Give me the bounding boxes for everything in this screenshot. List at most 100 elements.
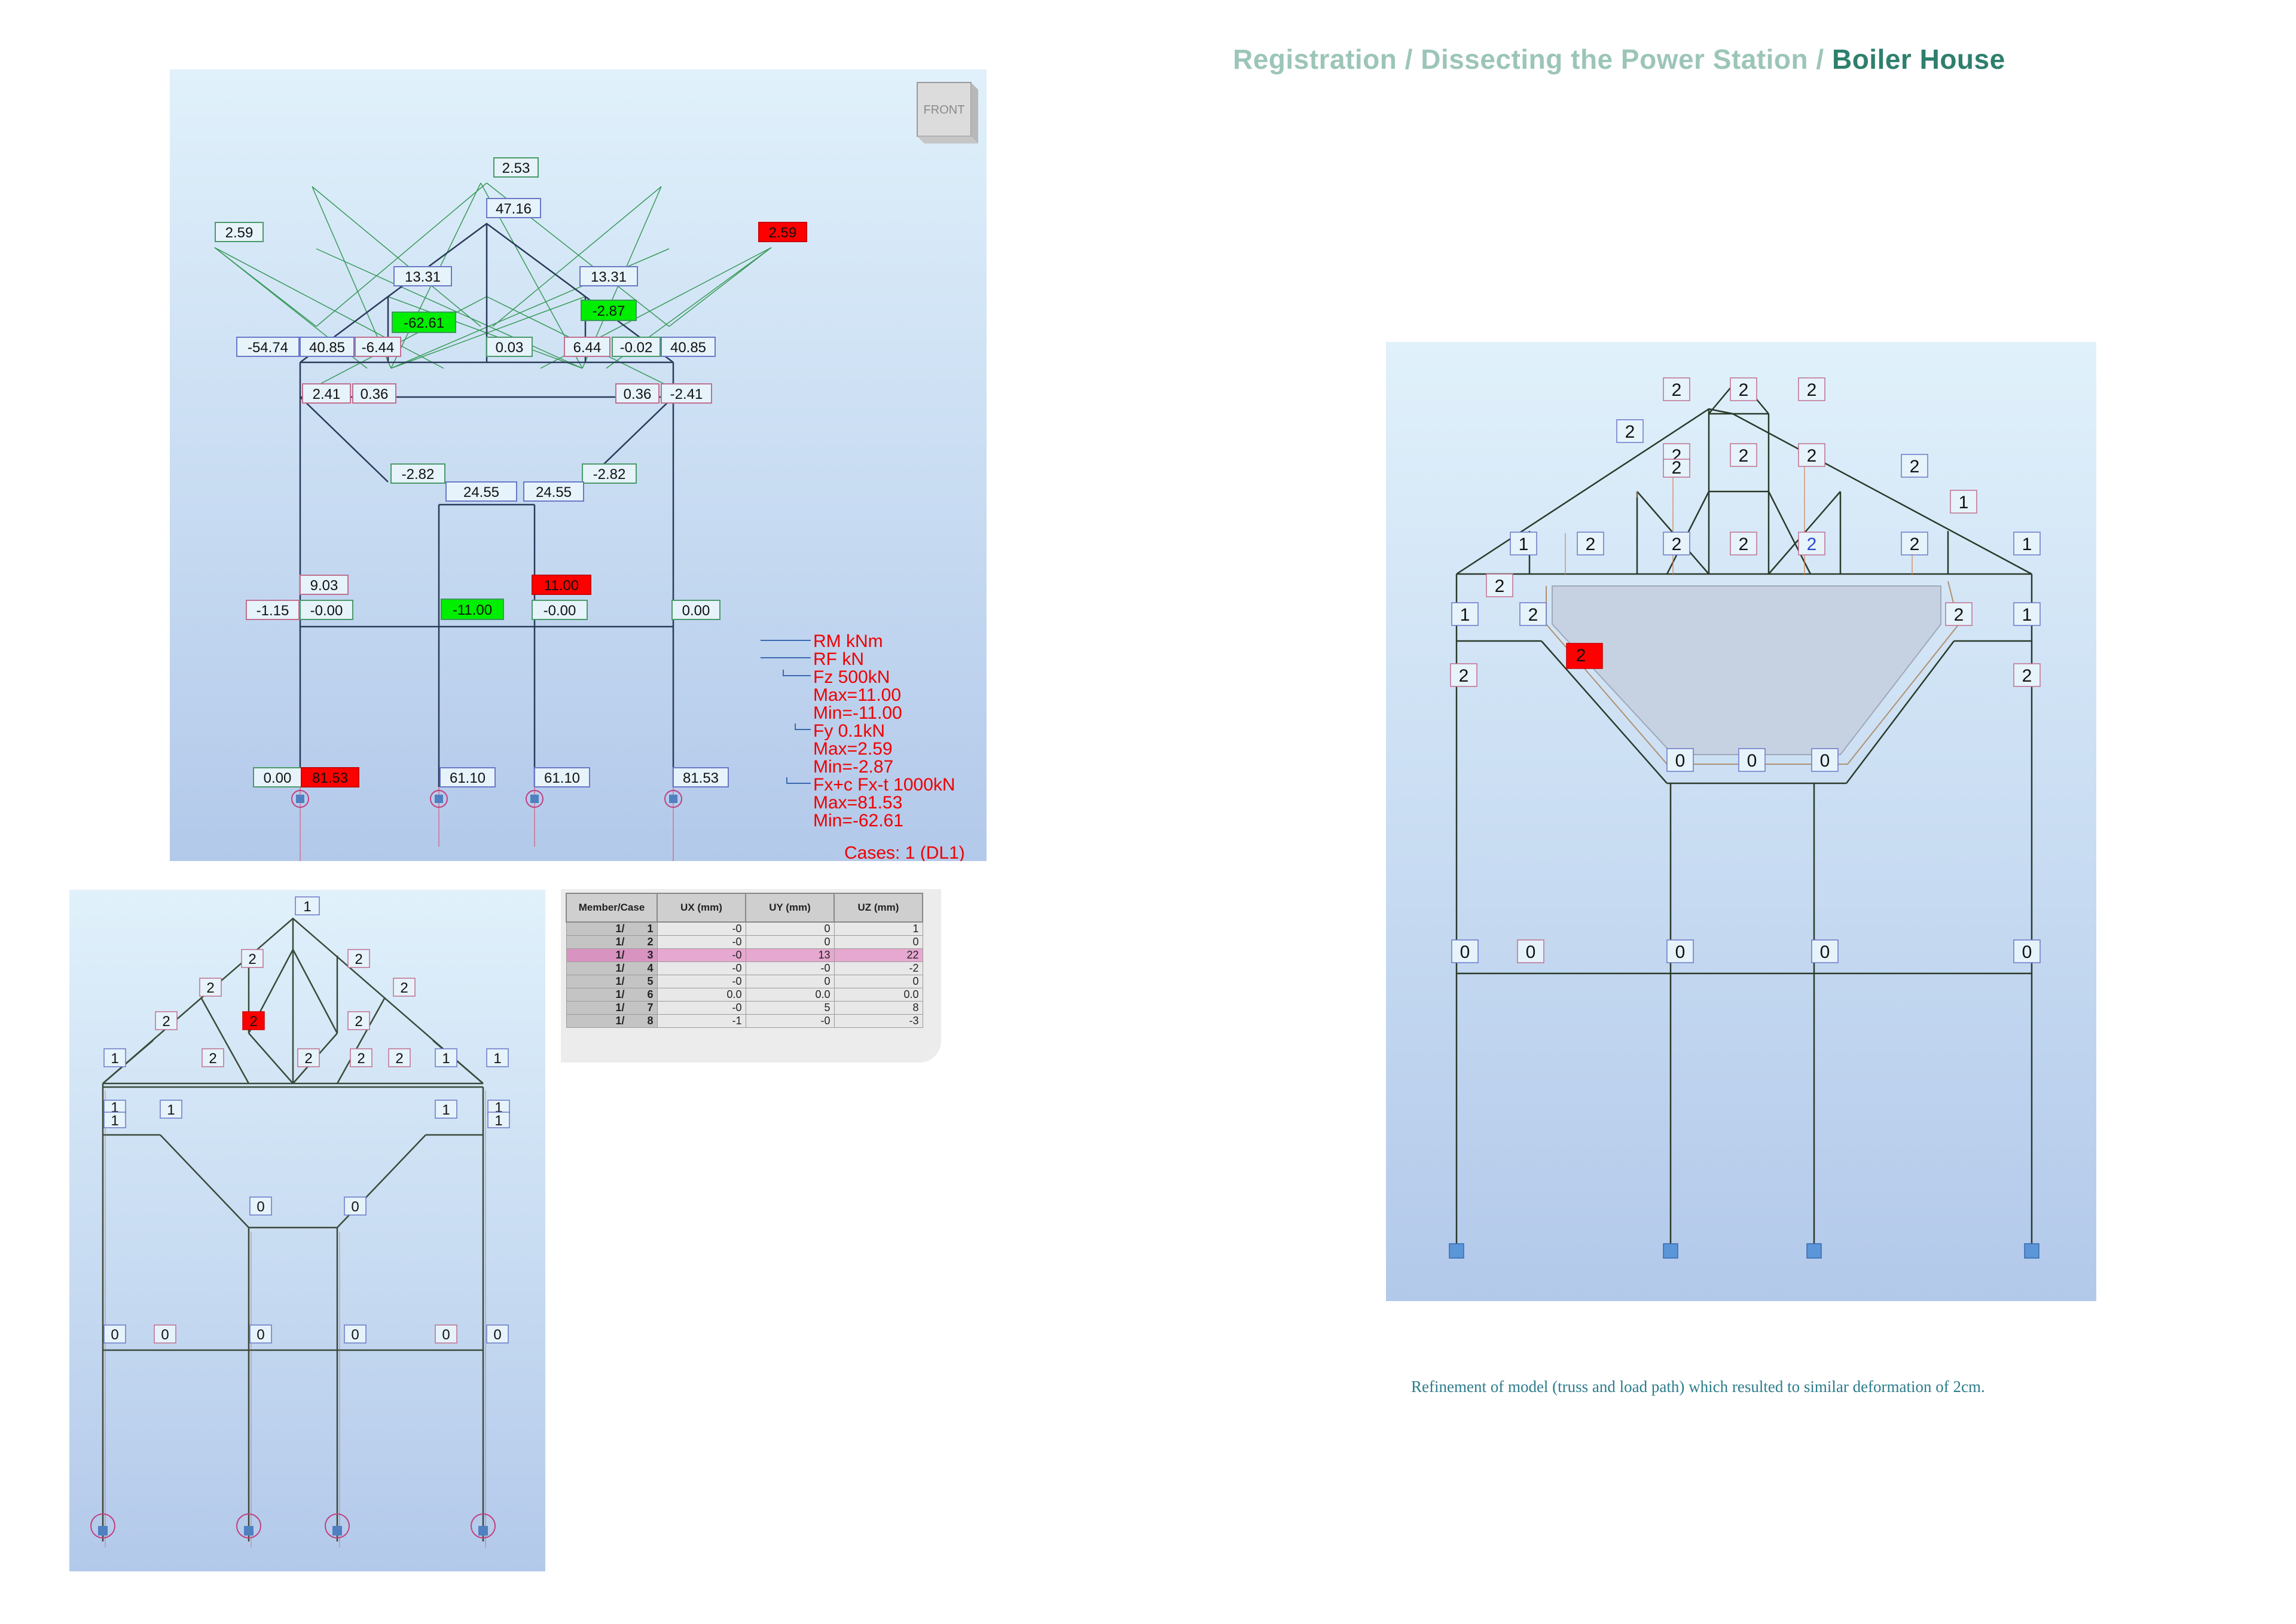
- uz-cell: 0: [833, 935, 923, 949]
- refined-label: 2: [1807, 380, 1817, 400]
- refined-model-diagram: 2 2 2 2 2 2 2 2 2 1 1 2 2 2 2 2 1 2 1 2 …: [1386, 342, 2096, 1301]
- table-row[interactable]: 1/4-0-0-2: [566, 961, 923, 975]
- member-case-cell: 1/2: [566, 935, 658, 949]
- refined-label: 0: [2022, 942, 2032, 962]
- refined-label: 0: [1747, 751, 1757, 771]
- disp-label: 2: [355, 1014, 362, 1030]
- refined-label: 1: [1959, 493, 1969, 512]
- uz-cell: 0: [833, 975, 923, 988]
- table-header[interactable]: UX (mm): [657, 893, 746, 923]
- force-label: -2.82: [402, 466, 435, 483]
- uy-cell: 0: [745, 935, 835, 949]
- figure-caption: Refinement of model (truss and load path…: [1411, 1378, 1985, 1396]
- uy-cell: -0: [745, 1014, 835, 1028]
- force-label: 0.36: [624, 386, 652, 402]
- supports: [1449, 1243, 2039, 1259]
- force-label: 61.10: [450, 770, 486, 786]
- uy-cell: -0: [745, 961, 835, 975]
- uy-cell: 5: [745, 1001, 835, 1015]
- force-label: -2.82: [593, 466, 626, 483]
- force-label: -0.00: [544, 603, 576, 619]
- force-label: 40.85: [309, 340, 345, 356]
- table-header[interactable]: Member/Case: [566, 893, 658, 923]
- disp-label: 2: [206, 980, 214, 996]
- refined-label: 0: [1675, 751, 1686, 771]
- disp-label: 2: [395, 1051, 403, 1067]
- uz-cell: 0.0: [833, 988, 923, 1002]
- table-row[interactable]: 1/8-1-0-3: [566, 1014, 923, 1028]
- disp-label: 1: [442, 1051, 450, 1067]
- refined-label: 2: [1672, 535, 1682, 554]
- disp-label: 1: [111, 1113, 118, 1129]
- uy-cell: 0: [745, 921, 835, 936]
- disp-label: 1: [167, 1102, 175, 1118]
- view-cube[interactable]: FRONT: [917, 82, 978, 144]
- force-label: -62.61: [404, 315, 444, 331]
- ux-cell: -1: [657, 1014, 746, 1028]
- force-label: 9.03: [310, 578, 338, 594]
- displacement-labels: 1 2 2 2 2 2 2 2 1 2 2 2 2 1 1 1 1 1 1 1 …: [103, 896, 510, 1344]
- legend-item: Min=-11.00: [813, 703, 902, 723]
- disp-label: 0: [493, 1327, 501, 1343]
- force-label: 2.53: [502, 160, 530, 176]
- force-label: -0.00: [310, 603, 343, 619]
- legend-item: Fy 0.1kN: [813, 721, 885, 741]
- uz-cell: -3: [833, 1014, 923, 1028]
- disp-label: 2: [248, 951, 256, 967]
- force-diagram-panel: FRONT: [170, 69, 987, 861]
- refined-label: 1: [2022, 605, 2032, 625]
- disp-label: 0: [351, 1327, 359, 1343]
- table-header[interactable]: UZ (mm): [833, 893, 923, 923]
- uz-cell: 8: [833, 1001, 923, 1015]
- legend: RM kNm RF kN Fz 500kN Max=11.00 Min=-11.…: [761, 631, 965, 861]
- member-case-cell: 1/4: [566, 961, 658, 975]
- force-label: 13.31: [405, 269, 441, 285]
- force-labels: 2.53 47.16 2.59 2.59 13.31 13.31 -62.61 …: [215, 157, 807, 787]
- disp-label: 2: [355, 951, 362, 967]
- refined-labels: 2 2 2 2 2 2 2 2 2 1 1 2 2 2 2 2 1 2 1 2 …: [1450, 377, 2041, 963]
- breadcrumb-registration[interactable]: Registration: [1233, 44, 1397, 75]
- refined-label: 0: [1820, 942, 1830, 962]
- member-case-cell: 1/1: [566, 921, 658, 936]
- ux-cell: -0: [657, 961, 746, 975]
- supports: [291, 790, 682, 808]
- member-case-cell: 1/8: [566, 1014, 658, 1028]
- refined-label: 2: [1807, 535, 1817, 554]
- force-label: 11.00: [544, 578, 579, 594]
- force-label: 0.00: [682, 603, 710, 619]
- uy-cell: 13: [745, 948, 835, 962]
- refined-label: 2: [1910, 535, 1920, 554]
- disp-label: 1: [303, 899, 311, 915]
- displacement-diagram: 1 2 2 2 2 2 2 2 1 2 2 2 2 1 1 1 1 1 1 1 …: [69, 890, 545, 1571]
- refined-label: 0: [1820, 751, 1830, 771]
- refined-label: 0: [1460, 942, 1470, 962]
- legend-item: Fx+c Fx-t 1000kN: [813, 775, 955, 795]
- legend-item: Max=81.53: [813, 793, 902, 813]
- force-label: 2.59: [225, 225, 254, 241]
- force-label: 24.55: [536, 484, 572, 500]
- force-label: 6.44: [573, 340, 602, 356]
- member-case-cell: 1/3: [566, 948, 658, 962]
- breadcrumb-dissecting[interactable]: Dissecting the Power Station: [1421, 44, 1809, 75]
- table-header[interactable]: UY (mm): [745, 893, 835, 923]
- legend-item: Max=2.59: [813, 739, 893, 759]
- disp-label: 1: [442, 1102, 450, 1118]
- disp-label: 0: [257, 1199, 264, 1215]
- refined-label: 0: [1675, 942, 1686, 962]
- force-label: 24.55: [463, 484, 499, 500]
- refined-label: 2: [1672, 380, 1682, 400]
- refined-label: 2: [1954, 605, 1964, 625]
- displacement-table: Member/Case UX (mm) UY (mm) UZ (mm) 1/1-…: [561, 889, 941, 1063]
- cases-label: Cases: 1 (DL1): [844, 843, 965, 861]
- force-label: -2.87: [593, 303, 625, 319]
- frame-lines: [1455, 377, 2033, 1251]
- deformed-lines: [105, 1091, 486, 1547]
- force-label: 61.10: [544, 770, 580, 786]
- refined-label: 2: [1739, 380, 1749, 400]
